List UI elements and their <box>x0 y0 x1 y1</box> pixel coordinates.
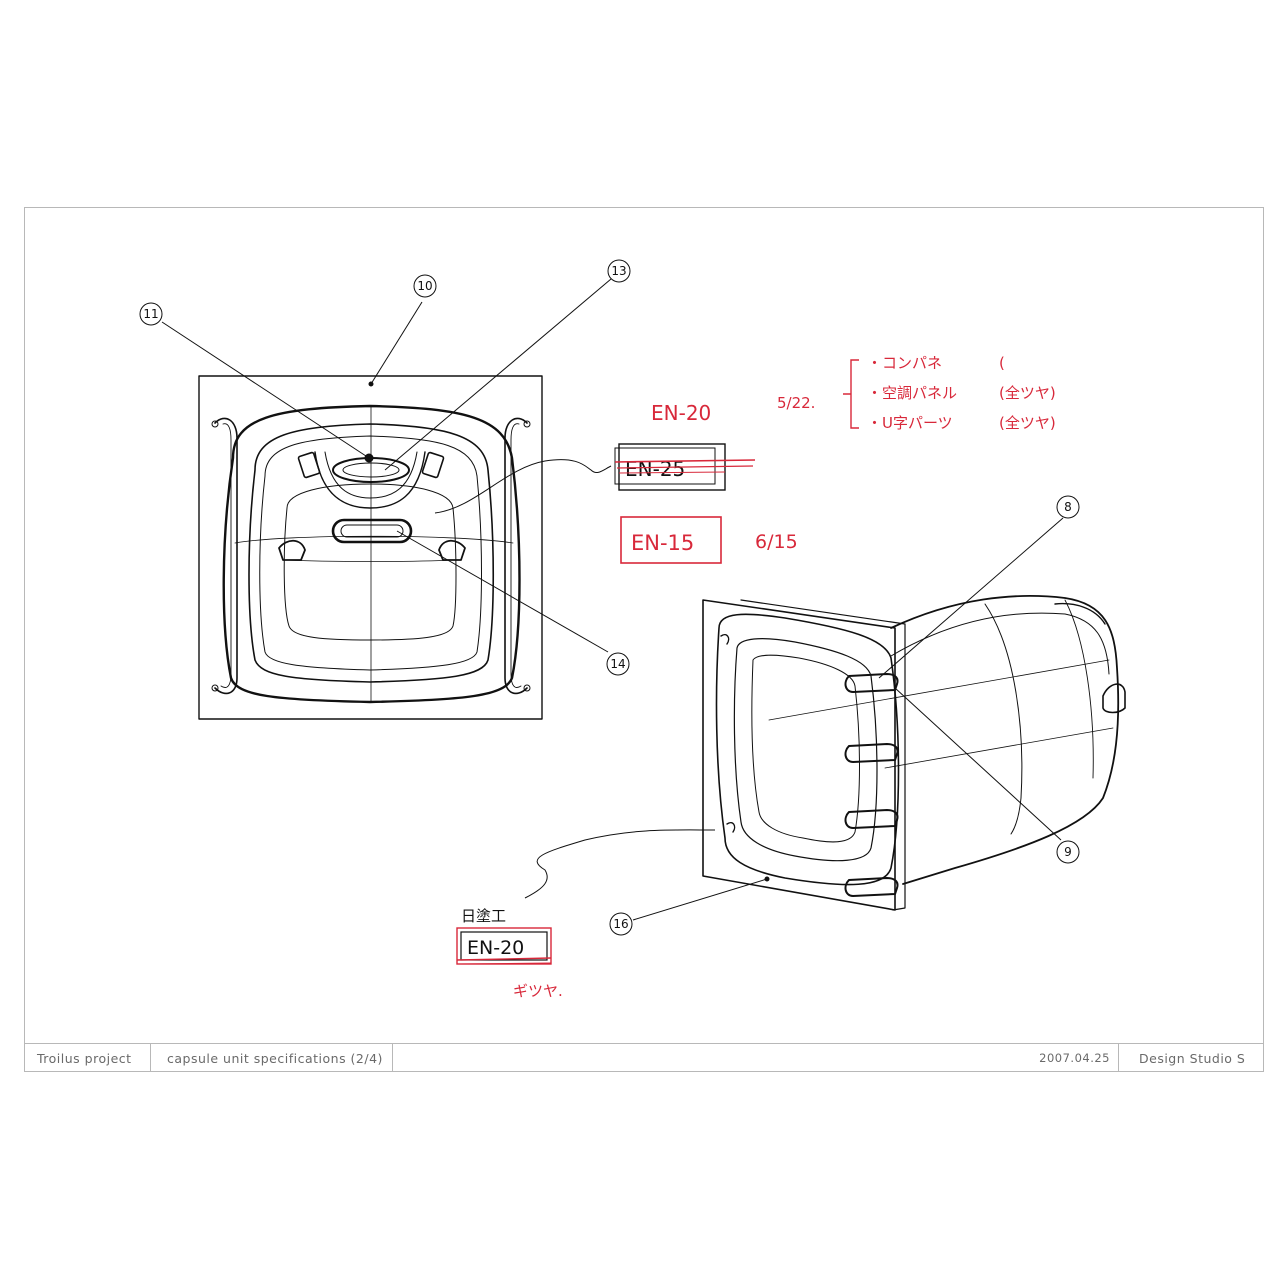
spec-sheet: 8 9 10 11 13 14 16 EN-20 <box>24 207 1264 1072</box>
list-bracket <box>843 359 859 429</box>
callout-11-label: 11 <box>143 307 158 321</box>
strike-line <box>614 459 756 463</box>
callout-11: 11 <box>139 302 163 326</box>
sheet-date: 2007.04.25 <box>1023 1044 1119 1072</box>
callout-13: 13 <box>607 259 631 283</box>
date-615: 6/15 <box>755 531 798 553</box>
strike-line <box>618 471 726 474</box>
strike-line <box>616 465 754 469</box>
isometric-view-drawing <box>702 595 1126 911</box>
callout-13-label: 13 <box>611 264 626 278</box>
nittoko-label: 日塗工 <box>461 907 506 925</box>
underline-red <box>456 957 552 961</box>
project-name: Troilus project <box>25 1044 151 1072</box>
list-item-2-paren: (全ツヤ) <box>999 384 1056 402</box>
list-item-1: ・コンパネ <box>867 354 942 372</box>
title-block-spacer <box>393 1044 1023 1072</box>
en15-box <box>620 516 722 564</box>
en20-bottom-inner-box <box>460 931 548 961</box>
gloss-label: ギツヤ. <box>513 982 563 1000</box>
callout-10-label: 10 <box>417 279 432 293</box>
date-522: 5/22. <box>777 394 815 412</box>
title-block: Troilus project capsule unit specificati… <box>25 1043 1263 1072</box>
list-item-3: ・U字パーツ <box>867 414 953 432</box>
callout-9-label: 9 <box>1064 845 1072 859</box>
callout-16: 16 <box>609 912 633 936</box>
studio-name: Design Studio S <box>1139 1050 1246 1066</box>
callout-14-label: 14 <box>610 657 625 671</box>
en20-top-label: EN-20 <box>651 401 711 425</box>
callout-16-label: 16 <box>613 917 628 931</box>
list-item-2: ・空調パネル <box>867 384 957 402</box>
sheet-title: capsule unit specifications (2/4) <box>151 1044 393 1072</box>
callout-8-label: 8 <box>1064 500 1072 514</box>
callout-8: 8 <box>1056 495 1080 519</box>
list-item-3-paren: (全ツヤ) <box>999 414 1056 432</box>
paint-annotations: EN-20 EN-25 EN-15 6/15 5/22. ・コンパネ ( ・空調… <box>456 354 1056 1000</box>
technical-drawing: 8 9 10 11 13 14 16 EN-20 <box>139 259 1126 1000</box>
front-view-drawing <box>198 375 543 720</box>
en15-label: EN-15 <box>631 531 694 555</box>
callout-14: 14 <box>606 652 630 676</box>
underline-red <box>460 962 552 965</box>
callout-10: 10 <box>413 274 437 298</box>
list-item-1-paren: ( <box>999 354 1005 372</box>
leader-lines <box>161 278 1064 921</box>
en20-bottom-label: EN-20 <box>467 937 524 959</box>
callout-9: 9 <box>1056 840 1080 864</box>
